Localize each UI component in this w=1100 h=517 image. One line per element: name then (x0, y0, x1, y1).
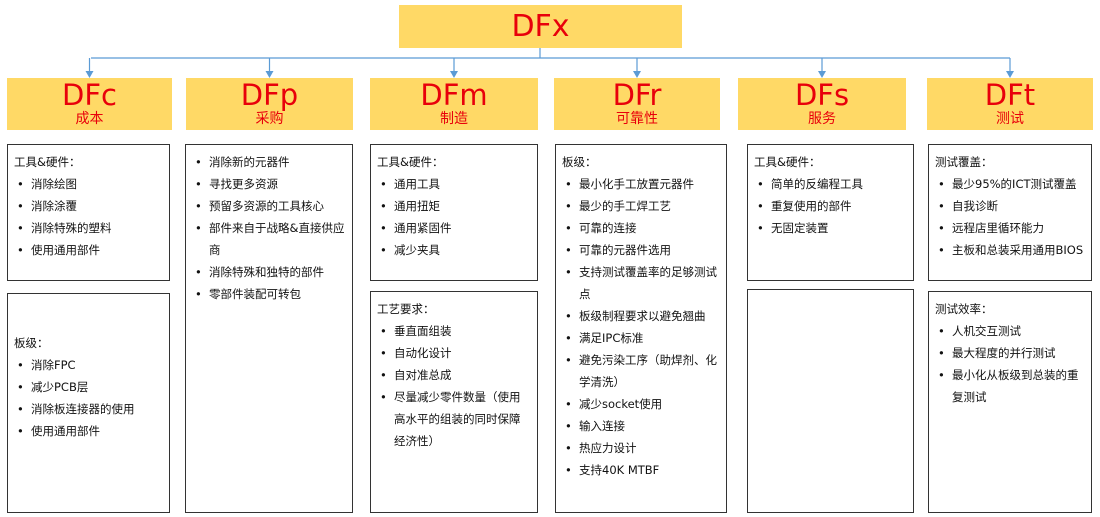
column-dft-box-1: 测试覆盖： 最少95%的ICT测试覆盖自我诊断远程店里循环能力主板和总装采用通用B… (928, 144, 1092, 281)
box-heading: 工艺要求： (377, 302, 435, 316)
connector-arrowhead (818, 71, 826, 78)
box-heading: 测试覆盖： (935, 155, 993, 169)
connector-arrowhead (633, 71, 641, 78)
bullet-item: 消除特殊的塑料 (14, 217, 163, 239)
bullet-list: 消除FPC减少PCB层消除板连接器的使用使用通用部件 (14, 354, 163, 442)
bullet-item: 尽量减少零件数量（使用高水平的组装的同时保障经济性） (377, 386, 531, 452)
column-subtitle: 制造 (440, 111, 468, 127)
box-heading: 板级： (14, 336, 49, 350)
box-heading: 测试效率： (935, 302, 993, 316)
bullet-list: 消除绘图消除涂覆消除特殊的塑料使用通用部件 (14, 173, 163, 261)
bullet-item: 最少95%的ICT测试覆盖 (935, 173, 1085, 195)
bullet-item: 满足IPC标准 (562, 327, 720, 349)
column-dfm-box-1: 工具&硬件： 通用工具通用扭矩通用紧固件减少夹具 (370, 144, 538, 281)
bullet-item: 人机交互测试 (935, 320, 1085, 342)
column-dfp-box-1: 消除新的元器件寻找更多资源预留多资源的工具核心部件来自于战略&直接供应商消除特殊… (185, 144, 353, 513)
bullet-list: 消除新的元器件寻找更多资源预留多资源的工具核心部件来自于战略&直接供应商消除特殊… (192, 151, 346, 305)
root-title: DFx (511, 8, 570, 44)
connector-drops (85, 58, 1014, 78)
connector-arrowhead (265, 71, 274, 78)
bullet-item: 消除绘图 (14, 173, 163, 195)
bullet-item: 使用通用部件 (14, 239, 163, 261)
column-subtitle: 采购 (255, 111, 284, 127)
bullet-item: 自我诊断 (935, 195, 1085, 217)
bullet-item: 最小化手工放置元器件 (562, 173, 720, 195)
bullet-list: 通用工具通用扭矩通用紧固件减少夹具 (377, 173, 531, 261)
connector-arrowhead (85, 71, 94, 78)
bullet-item: 避免污染工序（助焊剂、化学清洗） (562, 349, 720, 393)
column-dfc-box-1: 工具&硬件： 消除绘图消除涂覆消除特殊的塑料使用通用部件 (7, 144, 170, 281)
connector-arrowhead (450, 71, 458, 78)
box-heading: 工具&硬件： (14, 155, 81, 169)
bullet-item: 通用紧固件 (377, 217, 531, 239)
bullet-list: 最小化手工放置元器件最少的手工焊工艺可靠的连接可靠的元器件选用支持测试覆盖率的足… (562, 173, 720, 481)
root-node-dfx: DFx (399, 5, 682, 48)
column-dfs-box-1: 工具&硬件： 简单的反编程工具重复使用的部件无固定装置 (747, 144, 914, 281)
bullet-item: 简单的反编程工具 (754, 173, 907, 195)
bullet-item: 通用扭矩 (377, 195, 531, 217)
bullet-list: 人机交互测试最大程度的并行测试最小化从板级到总装的重复测试 (935, 320, 1085, 408)
bullet-item: 主板和总装采用通用BIOS (935, 239, 1085, 261)
column-title: DFc (62, 78, 117, 112)
column-dfc-box-2: 板级： 消除FPC减少PCB层消除板连接器的使用使用通用部件 (7, 293, 170, 513)
column-dfr-box-1: 板级： 最小化手工放置元器件最少的手工焊工艺可靠的连接可靠的元器件选用支持测试覆盖… (555, 144, 727, 513)
bullet-item: 自动化设计 (377, 342, 531, 364)
bullet-list: 简单的反编程工具重复使用的部件无固定装置 (754, 173, 907, 239)
bullet-item: 最少的手工焊工艺 (562, 195, 720, 217)
column-subtitle: 服务 (808, 111, 836, 127)
bullet-item: 零部件装配可转包 (192, 283, 346, 305)
column-title: DFt (984, 78, 1036, 112)
connector-arrowhead (1006, 71, 1014, 78)
bullet-item: 通用工具 (377, 173, 531, 195)
bullet-item: 支持40K MTBF (562, 459, 720, 481)
bullet-item: 重复使用的部件 (754, 195, 907, 217)
bullet-item: 最大程度的并行测试 (935, 342, 1085, 364)
bullet-item: 预留多资源的工具核心 (192, 195, 346, 217)
column-dfm-box-2: 工艺要求： 垂直面组装自动化设计自对准总成尽量减少零件数量（使用高水平的组装的同时… (370, 291, 538, 513)
bullet-item: 垂直面组装 (377, 320, 531, 342)
bullet-item: 远程店里循环能力 (935, 217, 1085, 239)
bullet-item: 自对准总成 (377, 364, 531, 386)
bullet-item: 无固定装置 (754, 217, 907, 239)
bullet-item: 消除FPC (14, 354, 163, 376)
bullet-item: 使用通用部件 (14, 420, 163, 442)
bullet-item: 可靠的元器件选用 (562, 239, 720, 261)
bullet-item: 减少PCB层 (14, 376, 163, 398)
column-dft-box-2: 测试效率： 人机交互测试最大程度的并行测试最小化从板级到总装的重复测试 (928, 291, 1092, 513)
column-dfs-box-2 (747, 289, 914, 513)
box-heading: 板级： (562, 155, 597, 169)
bullet-list: 最少95%的ICT测试覆盖自我诊断远程店里循环能力主板和总装采用通用BIOS (935, 173, 1085, 261)
bullet-item: 减少夹具 (377, 239, 531, 261)
bullet-item: 热应力设计 (562, 437, 720, 459)
bullet-item: 部件来自于战略&直接供应商 (192, 217, 346, 261)
bullet-item: 支持测试覆盖率的足够测试点 (562, 261, 720, 305)
column-subtitle: 可靠性 (616, 111, 658, 127)
bullet-item: 寻找更多资源 (192, 173, 346, 195)
column-title: DFr (612, 78, 662, 112)
bullet-item: 输入连接 (562, 415, 720, 437)
bullet-item: 消除特殊和独特的部件 (192, 261, 346, 283)
box-heading: 工具&硬件： (754, 155, 821, 169)
bullet-item: 板级制程要求以避免翘曲 (562, 305, 720, 327)
column-subtitle: 成本 (75, 111, 104, 127)
box-heading: 工具&硬件： (377, 155, 444, 169)
bullet-item: 消除涂覆 (14, 195, 163, 217)
bullet-item: 最小化从板级到总装的重复测试 (935, 364, 1085, 408)
column-title: DFs (794, 78, 850, 112)
bullet-list: 垂直面组装自动化设计自对准总成尽量减少零件数量（使用高水平的组装的同时保障经济性… (377, 320, 531, 452)
column-title: DFm (420, 78, 488, 112)
bullet-item: 可靠的连接 (562, 217, 720, 239)
bullet-item: 减少socket使用 (562, 393, 720, 415)
bullet-item: 消除板连接器的使用 (14, 398, 163, 420)
column-title: DFp (240, 78, 299, 112)
column-subtitle: 测试 (996, 111, 1024, 127)
bullet-item: 消除新的元器件 (192, 151, 346, 173)
